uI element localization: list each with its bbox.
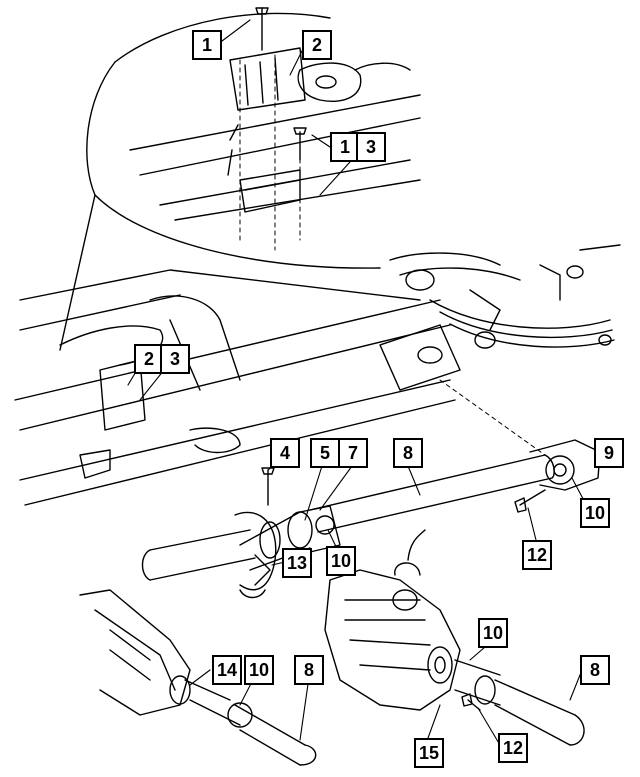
frame-bracket bbox=[99, 359, 146, 431]
callout-10: 10 bbox=[580, 498, 610, 528]
callout-3: 3 bbox=[160, 344, 190, 374]
callout-3: 3 bbox=[356, 132, 386, 162]
main-driveshaft bbox=[141, 379, 601, 599]
detail-inset bbox=[59, 7, 421, 351]
callout-1: 1 bbox=[192, 30, 222, 60]
vehicle-frame bbox=[14, 244, 621, 506]
transmission-lower-left bbox=[79, 589, 317, 766]
callout-8: 8 bbox=[393, 438, 423, 468]
callout-15: 15 bbox=[414, 738, 444, 768]
callout-8: 8 bbox=[294, 655, 324, 685]
callout-1: 1 bbox=[330, 132, 360, 162]
callout-8: 8 bbox=[580, 655, 610, 685]
callout-4: 4 bbox=[270, 438, 300, 468]
callout-9: 9 bbox=[594, 438, 624, 468]
callout-13: 13 bbox=[282, 548, 312, 578]
callout-10: 10 bbox=[244, 655, 274, 685]
callout-2: 2 bbox=[302, 30, 332, 60]
lower-bracket bbox=[239, 169, 301, 213]
callout-10: 10 bbox=[478, 618, 508, 648]
callout-14: 14 bbox=[212, 655, 242, 685]
transfer-case-lower-right bbox=[324, 529, 585, 746]
callout-7: 7 bbox=[338, 438, 368, 468]
callout-12: 12 bbox=[498, 733, 528, 763]
callout-12: 12 bbox=[522, 540, 552, 570]
callout-2: 2 bbox=[134, 344, 164, 374]
upper-bracket bbox=[229, 47, 306, 111]
callout-5: 5 bbox=[310, 438, 340, 468]
callout-10: 10 bbox=[326, 546, 356, 576]
